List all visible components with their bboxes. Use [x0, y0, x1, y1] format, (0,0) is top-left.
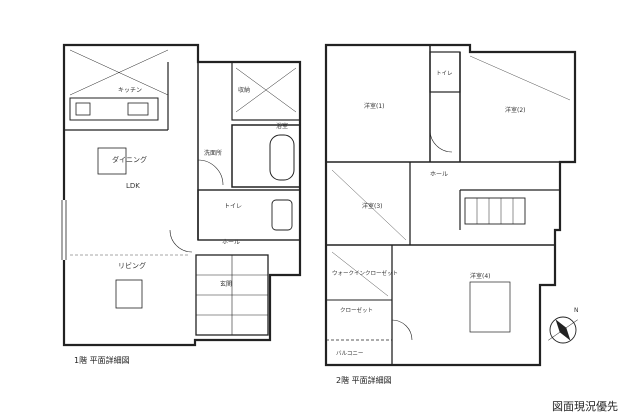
- washroom-label: 洗面所: [204, 149, 222, 157]
- western1-label: 洋室(1): [364, 102, 385, 110]
- compass-north-label: N: [574, 307, 579, 314]
- living-label: リビング: [118, 261, 146, 270]
- closet-label: クローゼット: [340, 306, 373, 314]
- kitchen-label: キッチン: [118, 87, 142, 94]
- bath-label: 浴室: [276, 122, 288, 130]
- walkin-label: ウォークインクローゼット: [332, 269, 398, 277]
- toilet2-label: トイレ: [436, 71, 453, 77]
- ldk-label: LDK: [126, 182, 140, 190]
- western4-label: 洋室(4): [470, 272, 491, 280]
- hall1-label: ホール: [222, 239, 240, 246]
- entrance-label: 玄関: [220, 280, 232, 288]
- floor2-caption: 2階 平面詳細図: [336, 375, 392, 385]
- footer-note: 図面現況優先: [552, 400, 618, 413]
- hall2-label: ホール: [430, 171, 448, 178]
- western2-label: 洋室(2): [505, 106, 526, 114]
- compass-icon: [548, 316, 578, 344]
- floor1-caption: 1階 平面詳細図: [74, 355, 130, 365]
- balcony-label: バルコニー: [336, 350, 363, 357]
- dining-label: ダイニング: [112, 155, 147, 164]
- floor1-plan: [61, 43, 302, 347]
- storage-label: 収納: [238, 86, 250, 94]
- toilet-label: トイレ: [224, 203, 242, 210]
- floor2-plan: [324, 43, 577, 367]
- western3-label: 洋室(3): [362, 202, 383, 210]
